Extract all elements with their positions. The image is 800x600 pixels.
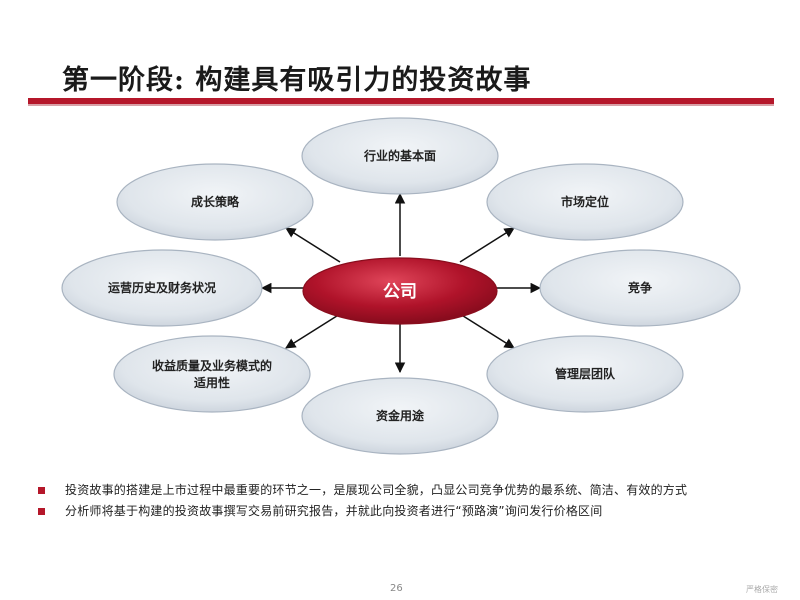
arrow-to-earnings [285,313,341,349]
node-funds: 资金用途 [301,377,499,455]
node-management-label: 管理层团队 [555,366,616,381]
node-company: 公司 [302,257,498,325]
arrow-to-market [459,227,515,263]
title-underline [28,98,774,104]
bullet-list: 投资故事的搭建是上市过程中最重要的环节之一，是展现公司全貌，凸显公司竞争优势的最… [38,481,788,523]
company-diagram: 行业的基本面 成长策略 市场定位 运营历史及财务状况 竞争 收益质量及业务模式的… [61,117,741,455]
node-earnings-label: 收益质量及业务模式的 [152,358,272,373]
page-number: 26 [390,583,403,594]
node-competition: 竞争 [539,249,741,327]
bullet-item: 分析师将基于构建的投资故事撰写交易前研究报告，并就此向投资者进行“预路演”询问发… [38,502,788,523]
arrow-to-growth [285,227,341,263]
bullet-text: 分析师将基于构建的投资故事撰写交易前研究报告，并就此向投资者进行“预路演”询问发… [65,504,603,518]
bullet-square-icon [38,487,45,494]
node-history-label: 运营历史及财务状况 [108,280,216,295]
bullet-text: 投资故事的搭建是上市过程中最重要的环节之一，是展现公司全貌，凸显公司竞争优势的最… [65,483,688,497]
node-company-label: 公司 [383,282,417,302]
node-earnings-label-line2: 适用性 [194,375,230,390]
page-title: 第一阶段: 构建具有吸引力的投资故事 [62,65,532,96]
arrow-to-management [459,313,515,349]
node-earnings: 收益质量及业务模式的 适用性 [113,335,311,413]
title-underline-shadow [28,104,774,106]
node-fundamentals: 行业的基本面 [301,117,499,195]
bullet-item: 投资故事的搭建是上市过程中最重要的环节之一，是展现公司全貌，凸显公司竞争优势的最… [38,481,788,502]
bullet-square-icon [38,508,45,515]
node-market: 市场定位 [486,163,684,241]
node-management: 管理层团队 [486,335,684,413]
node-growth-label: 成长策略 [191,194,240,209]
confidential-label: 严格保密 [746,585,778,594]
node-growth: 成长策略 [116,163,314,241]
node-funds-label: 资金用途 [376,408,425,423]
node-market-label: 市场定位 [561,194,609,209]
node-competition-label: 竞争 [628,280,652,295]
node-fundamentals-label: 行业的基本面 [363,148,436,163]
node-history: 运营历史及财务状况 [61,249,263,327]
